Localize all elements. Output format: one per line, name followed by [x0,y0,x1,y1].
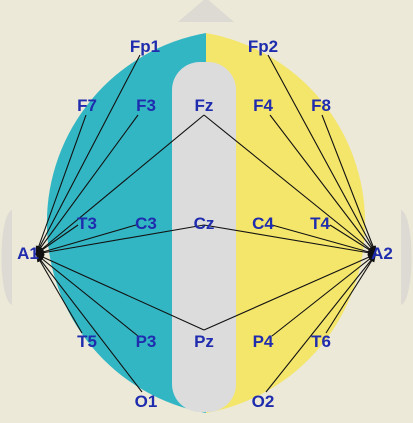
electrode-a1: A1 [17,244,39,263]
left-hemisphere [46,33,206,413]
right-ear-shape [401,210,412,305]
connection-a1-f7 [35,114,87,255]
connection-a2-o2 [265,253,377,393]
electrode-fp1: Fp1 [130,37,160,56]
connection-lines [35,54,377,393]
connection-a1-p3 [35,253,139,337]
connection-a1-o1 [35,253,143,393]
arrowhead-a1-cz [36,249,45,256]
electrode-pz: Pz [194,332,214,351]
electrode-labels: Fp1 Fp2 F7 F3 Fz F4 F8 T3 C3 Cz C4 T4 A1… [17,37,393,411]
connection-a1-fp1 [35,54,141,255]
connection-a1-pz [35,253,205,331]
connection-a2-t6 [325,253,377,334]
connection-a1-f3 [35,114,139,255]
electrode-t6: T6 [311,332,331,351]
connection-a1-cz [35,224,205,255]
electrode-p4: P4 [253,332,274,351]
electrode-a2: A2 [371,244,393,263]
connection-a2-cz [203,224,377,255]
electrode-fp2: Fp2 [248,37,278,56]
nose-shape [178,0,234,22]
electrode-c3: C3 [135,214,157,233]
electrode-o1: O1 [135,392,158,411]
connection-a2-fz [203,114,377,255]
electrode-f3: F3 [136,96,156,115]
electrode-f4: F4 [253,96,273,115]
arrowhead-a2-o2 [368,254,376,263]
electrode-t3: T3 [77,214,97,233]
electrode-t4: T4 [310,214,330,233]
midline-band [172,62,236,412]
connection-a1-fz [35,114,205,255]
connection-a2-pz [203,253,377,331]
left-ear-shape [1,210,12,305]
connection-a2-t4 [329,224,377,255]
connection-a2-f4 [269,114,377,255]
connection-a2-p4 [271,253,377,337]
electrode-cz: Cz [194,214,215,233]
connection-a1-t5 [35,253,83,334]
electrode-c4: C4 [252,214,274,233]
connection-a1-t3 [35,224,79,255]
connection-a2-c4 [271,224,377,255]
connection-a1-c3 [35,224,137,255]
arrowhead-a1-o1 [36,254,44,263]
electrode-f8: F8 [311,96,331,115]
electrode-p3: P3 [136,332,157,351]
electrode-o2: O2 [252,392,275,411]
electrode-f7: F7 [77,96,97,115]
connection-a2-fp2 [267,54,377,255]
electrode-fz: Fz [195,96,214,115]
connection-a2-f8 [321,114,377,255]
electrode-t5: T5 [77,332,97,351]
